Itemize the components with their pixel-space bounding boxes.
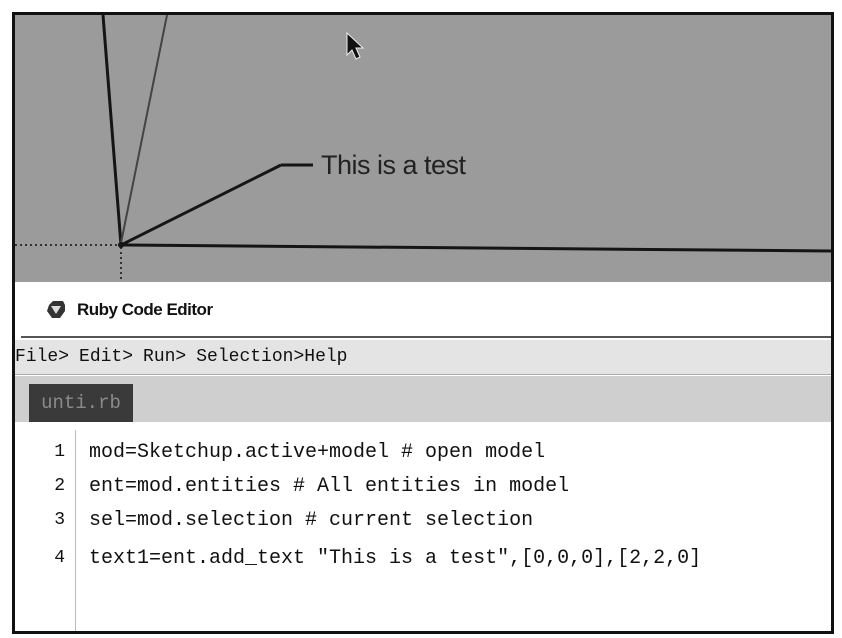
tab-unti-rb[interactable]: unti.rb bbox=[29, 384, 133, 422]
scene-lines bbox=[15, 15, 831, 285]
line-number: 4 bbox=[54, 548, 65, 568]
menu-bar: File> Edit> Run> Selection> Help bbox=[15, 340, 831, 375]
menu-run[interactable]: Run> bbox=[143, 347, 187, 367]
blue-axis-line bbox=[101, 15, 123, 246]
screenshot-frame: This is a test Ruby Code Editor File> Ed… bbox=[12, 12, 834, 634]
menu-file[interactable]: File> bbox=[15, 347, 70, 367]
code-line[interactable]: text1=ent.add_text "This is a test",[0,0… bbox=[89, 547, 702, 570]
code-line[interactable]: ent=mod.entities # All entities in model bbox=[89, 475, 570, 498]
red-axis-line bbox=[120, 243, 831, 253]
code-area[interactable]: 1 2 3 4 mod=Sketchup.active+model # open… bbox=[15, 430, 831, 631]
mouse-cursor-icon bbox=[346, 31, 365, 60]
green-axis-line bbox=[120, 15, 168, 244]
menu-edit[interactable]: Edit> bbox=[79, 347, 134, 367]
line-number: 3 bbox=[54, 510, 65, 530]
code-line[interactable]: sel=mod.selection # current selection bbox=[89, 509, 534, 532]
origin-point bbox=[118, 242, 124, 248]
tab-bar: unti.rb bbox=[15, 376, 831, 422]
scene-annotation-text[interactable]: This is a test bbox=[321, 150, 466, 180]
menu-selection[interactable]: Selection> bbox=[196, 347, 305, 367]
line-number: 1 bbox=[54, 442, 65, 462]
editor-title: Ruby Code Editor bbox=[77, 300, 213, 319]
line-number-gutter: 1 2 3 4 bbox=[21, 430, 76, 631]
code-line[interactable]: mod=Sketchup.active+model # open model bbox=[89, 441, 546, 464]
menu-help[interactable]: Help bbox=[304, 347, 348, 367]
line-number: 2 bbox=[54, 476, 65, 496]
sketchup-viewport[interactable]: This is a test bbox=[15, 15, 831, 285]
ruby-gem-icon bbox=[45, 299, 67, 321]
leader-line bbox=[122, 163, 282, 246]
ruby-code-editor-window: Ruby Code Editor File> Edit> Run> Select… bbox=[15, 282, 831, 631]
editor-titlebar[interactable]: Ruby Code Editor bbox=[21, 284, 831, 338]
